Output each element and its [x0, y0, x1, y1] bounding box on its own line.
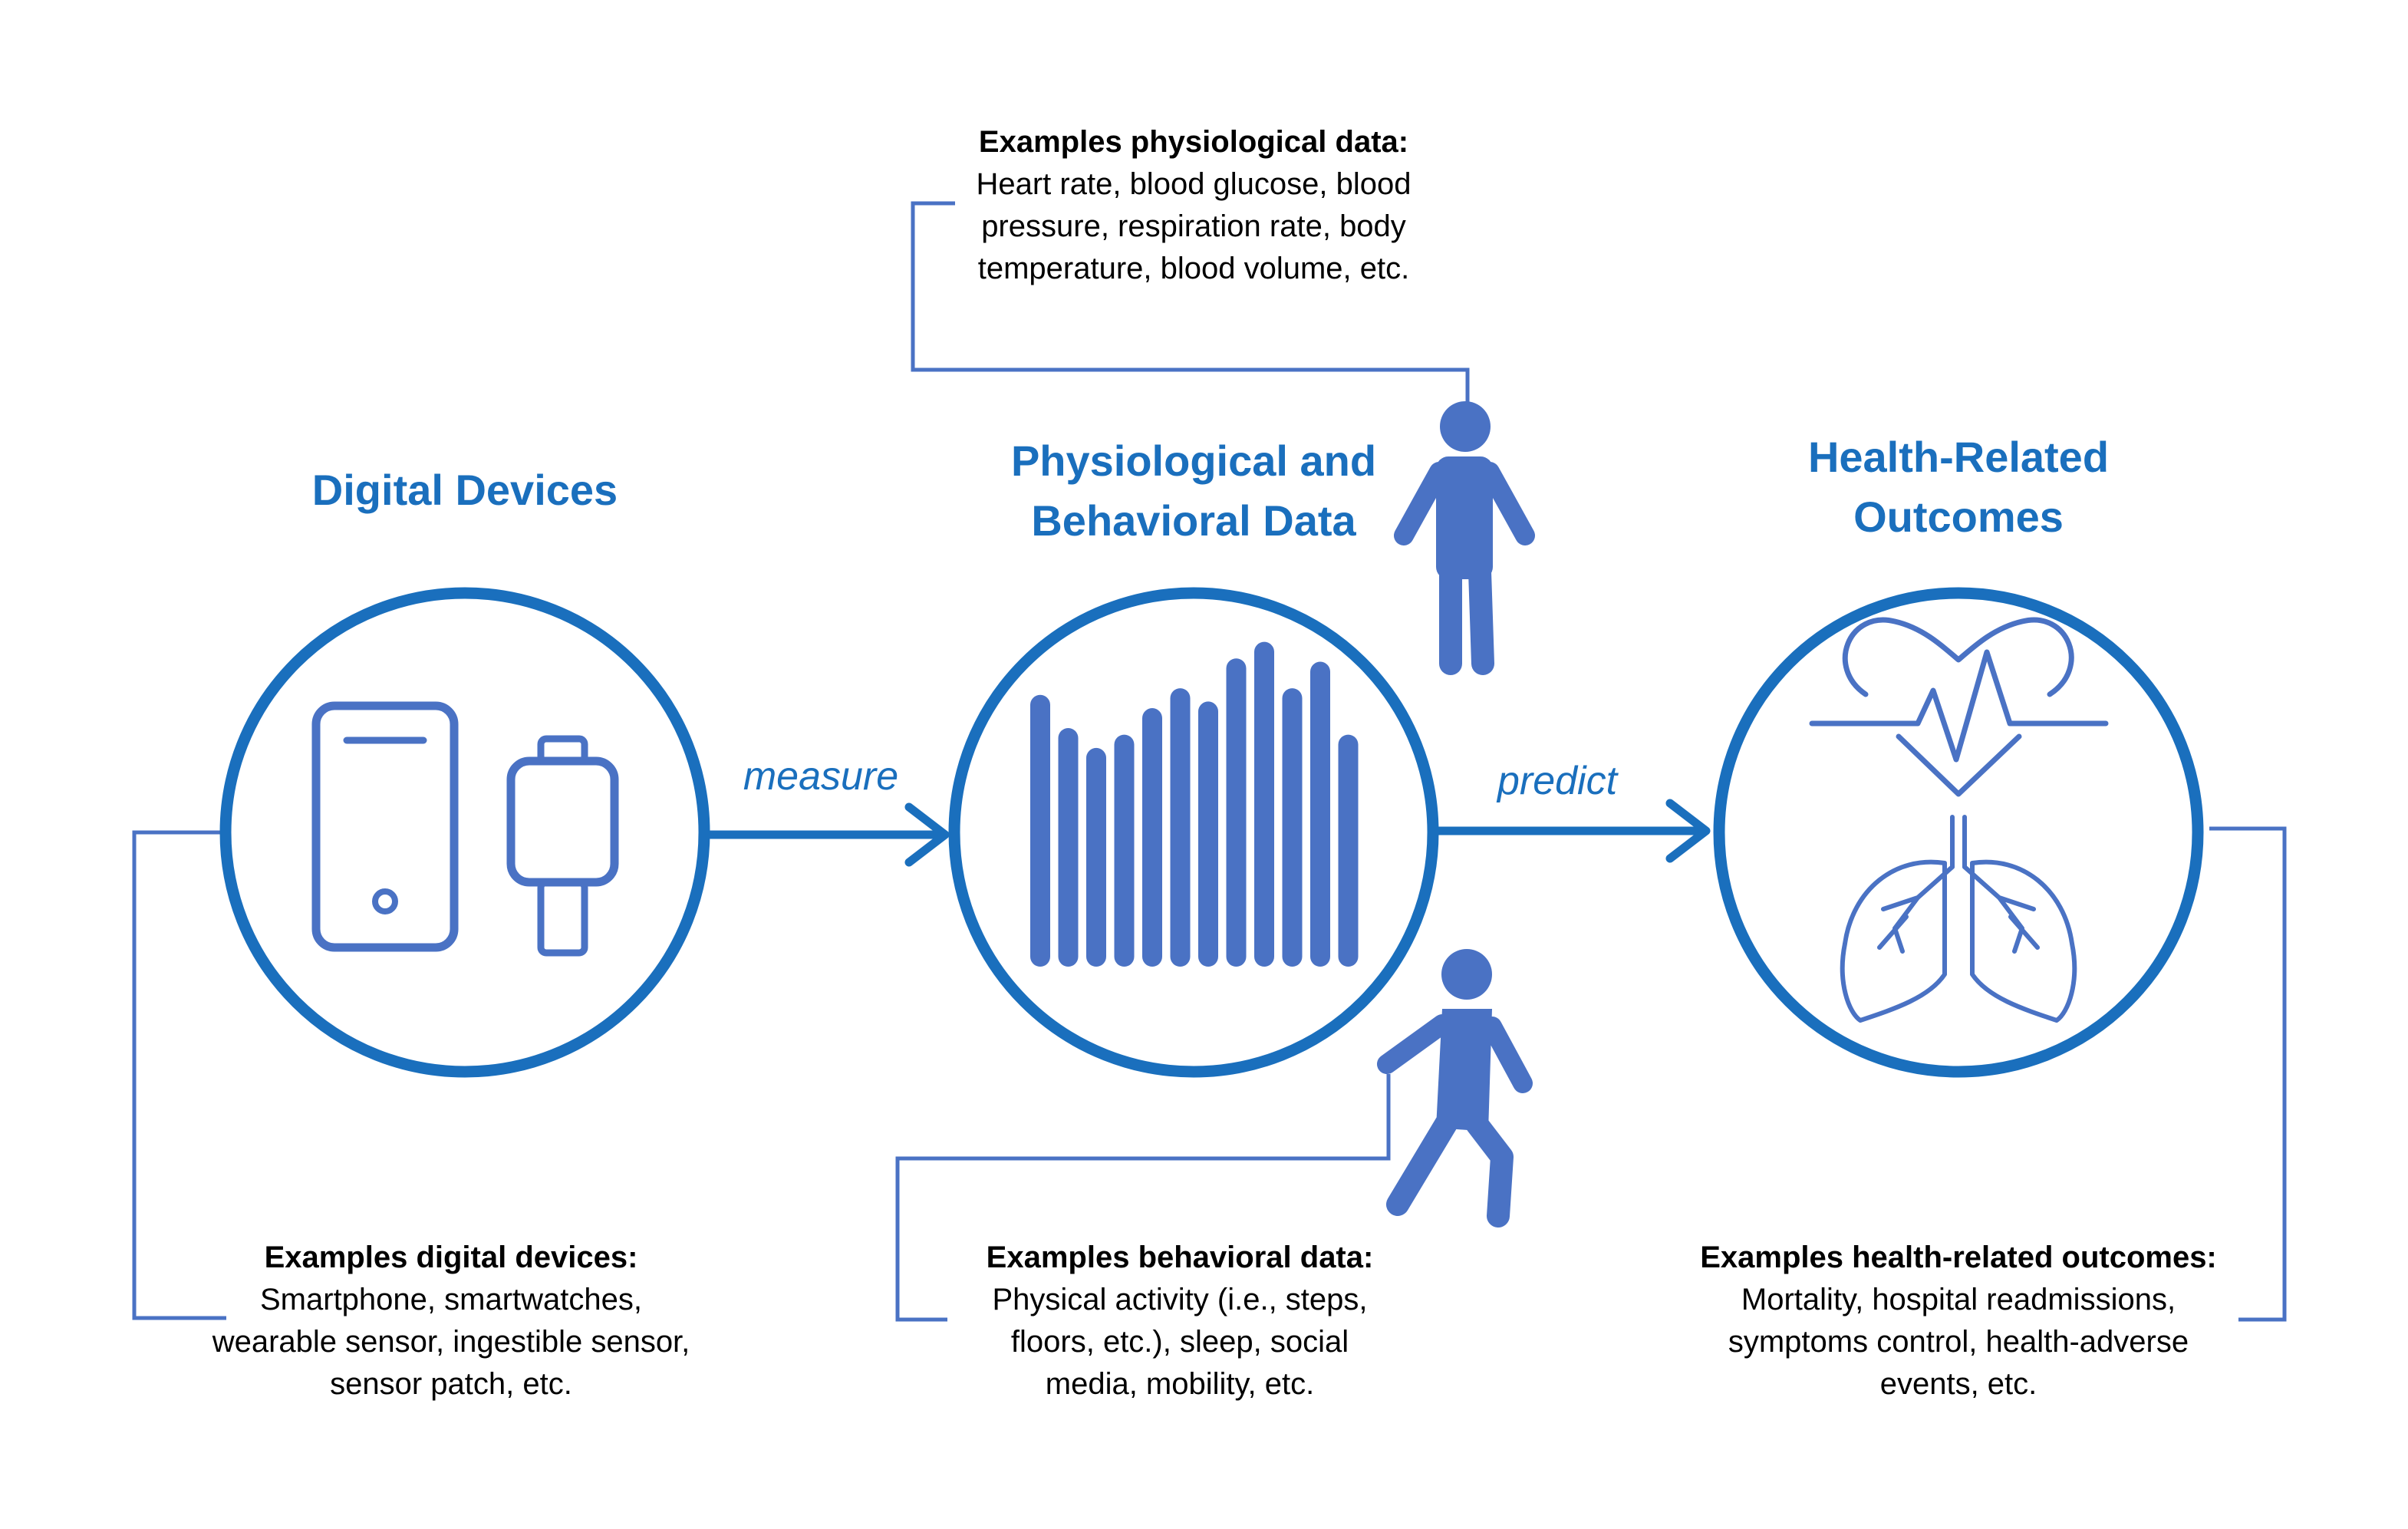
devices-examples-line: wearable sensor, ingestible sensor,	[212, 1325, 690, 1359]
standing-person-icon	[1394, 401, 1535, 675]
devices-callout-line	[132, 830, 227, 1320]
signal-bar	[1198, 701, 1218, 967]
behavioral-examples-line: Physical activity (i.e., steps,	[992, 1283, 1368, 1316]
smartphone-icon	[311, 701, 459, 952]
physiological-callout-line	[911, 201, 1470, 403]
signal-bar	[1086, 747, 1106, 967]
walking-person-icon	[1377, 949, 1533, 1227]
health-outcomes-node-circle	[1713, 587, 2204, 1078]
physiological-examples-line: pressure, respiration rate, body	[981, 209, 1406, 243]
physiological-behavioral-title-line-2: Behavioral Data	[1031, 496, 1356, 545]
physiological-examples: Examples physiological data: Heart rate,…	[887, 121, 1500, 290]
digital-devices-title: Digital Devices	[235, 460, 695, 520]
measure-label: measure	[743, 754, 899, 799]
signal-bar	[1338, 734, 1359, 967]
physiological-examples-heading: Examples physiological data:	[978, 125, 1409, 159]
digital-devices-title-line: Digital Devices	[311, 466, 618, 514]
predict-arrow	[1437, 799, 1711, 863]
signal-bar	[1030, 694, 1050, 967]
outcomes-callout-line	[2209, 826, 2287, 1322]
outcomes-examples-line: events, etc.	[1879, 1367, 2037, 1401]
behavioral-examples-heading: Examples behavioral data:	[986, 1241, 1374, 1274]
physiological-behavioral-node-circle	[948, 587, 1439, 1078]
behavioral-examples: Examples behavioral data: Physical activ…	[873, 1237, 1487, 1405]
bar-signal-icon	[1030, 641, 1359, 967]
outcomes-examples-line: symptoms control, health-adverse	[1728, 1325, 2189, 1359]
behavioral-examples-line: floors, etc.), sleep, social	[1010, 1325, 1349, 1359]
physiological-behavioral-title: Physiological and Behavioral Data	[964, 431, 1424, 551]
lungs-icon	[1840, 815, 2077, 1023]
health-outcomes-title: Health-Related Outcomes	[1728, 427, 2189, 547]
outcomes-examples-line: Mortality, hospital readmissions,	[1741, 1283, 2176, 1316]
signal-bar	[1114, 734, 1135, 967]
signal-bar	[1310, 661, 1330, 967]
behavioral-callout-line	[895, 1074, 1391, 1322]
behavioral-examples-line: media, mobility, etc.	[1045, 1367, 1315, 1401]
physiological-behavioral-title-line-1: Physiological and	[1010, 437, 1377, 485]
measure-arrow	[707, 802, 950, 867]
devices-examples-heading: Examples digital devices:	[264, 1241, 638, 1274]
smartwatch-icon	[506, 735, 619, 957]
heart-ecg-icon	[1809, 617, 2109, 797]
outcomes-examples-heading: Examples health-related outcomes:	[1700, 1241, 2217, 1274]
signal-bar	[1142, 708, 1162, 967]
signal-bar	[1226, 658, 1247, 967]
predict-label: predict	[1497, 759, 1618, 803]
health-outcomes-title-line-2: Outcomes	[1853, 493, 2064, 541]
digital-devices-node-circle	[219, 587, 710, 1078]
signal-bar	[1254, 641, 1274, 967]
devices-examples: Examples digital devices: Smartphone, sm…	[144, 1237, 758, 1405]
signal-bar	[1058, 727, 1079, 967]
devices-examples-line: sensor patch, etc.	[330, 1367, 572, 1401]
devices-examples-line: Smartphone, smartwatches,	[260, 1283, 642, 1316]
signal-bar	[1282, 688, 1303, 967]
health-outcomes-title-line-1: Health-Related	[1807, 433, 2110, 481]
signal-bar	[1170, 688, 1191, 967]
physiological-examples-line: Heart rate, blood glucose, blood	[976, 167, 1412, 201]
physiological-examples-line: temperature, blood volume, etc.	[977, 252, 1410, 285]
outcomes-examples: Examples health-related outcomes: Mortal…	[1613, 1237, 2304, 1405]
